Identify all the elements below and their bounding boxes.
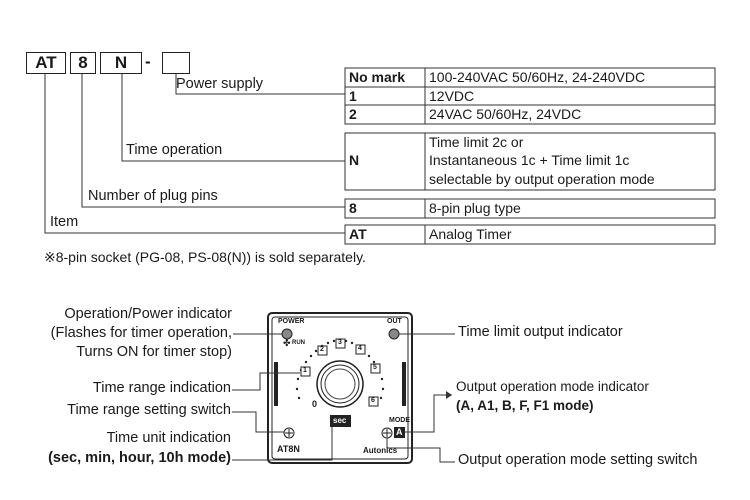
face-zero: 0	[312, 399, 318, 409]
table-item-code: AT	[349, 226, 367, 242]
callout-time-range-switch: Time range setting switch	[67, 402, 231, 418]
table-item-desc: Analog Timer	[429, 226, 512, 242]
table-power-desc-0: 100-240VAC 50/60Hz, 24-240VDC	[429, 69, 646, 85]
face-mode-letter: A	[396, 427, 403, 437]
callout-time-limit-output: Time limit output indicator	[458, 324, 623, 340]
code-segment-item: AT	[26, 52, 66, 74]
face-tick-6: 6	[371, 397, 375, 404]
face-tick-3: 3	[338, 339, 342, 346]
face-power-label: POWER	[278, 318, 305, 325]
table-timeop-desc-3: selectable by output operation mode	[429, 171, 655, 187]
note-socket: ※8-pin socket (PG-08, PS-08(N)) is sold …	[44, 249, 366, 265]
table-timeop-desc-1: Time limit 2c or	[429, 134, 524, 150]
table-timeop-code: N	[349, 152, 360, 168]
face-brand: Autonics	[363, 446, 398, 455]
face-tick-5: 5	[373, 364, 377, 371]
table-power-code-2: 2	[349, 106, 357, 122]
table-power-desc-2: 24VAC 50/60Hz, 24VDC	[429, 106, 582, 122]
table-pins-code: 8	[349, 200, 357, 216]
face-model: AT8N	[277, 444, 300, 454]
callout-time-unit-1: Time unit indication	[106, 430, 231, 446]
label-plug-pins: Number of plug pins	[88, 188, 218, 204]
callout-output-mode-switch: Output operation mode setting switch	[458, 452, 698, 468]
face-tick-4: 4	[358, 345, 362, 352]
face-tick-1: 1	[303, 367, 307, 374]
code-segment-pins: 8	[70, 52, 96, 74]
label-item: Item	[50, 214, 79, 230]
callout-output-mode-2: (A, A1, B, F, F1 mode)	[456, 398, 594, 413]
table-power-desc-1: 12VDC	[429, 88, 475, 104]
code-segment-power	[162, 52, 190, 74]
run-indicator-icon: ✤	[283, 338, 291, 348]
face-run-label: RUN	[292, 340, 305, 346]
table-power-code-0: No mark	[349, 69, 406, 85]
label-time-operation: Time operation	[126, 142, 223, 158]
callout-op-power-1: Operation/Power indicator	[64, 306, 232, 322]
code-segment-time-op: N	[100, 52, 142, 74]
label-power-supply: Power supply	[176, 76, 264, 92]
code-dash: -	[145, 52, 151, 71]
callout-time-range-indication: Time range indication	[92, 380, 231, 396]
callout-output-mode-1: Output operation mode indicator	[456, 379, 649, 394]
face-tick-2: 2	[320, 346, 324, 353]
face-sec-window: sec	[333, 416, 347, 425]
face-out-label: OUT	[387, 318, 402, 325]
face-mode-label: MODE	[389, 417, 410, 424]
table-timeop-desc-2: Instantaneous 1c + Time limit 1c	[429, 152, 630, 168]
table-power-code-1: 1	[349, 88, 357, 104]
callout-time-unit-2: (sec, min, hour, 10h mode)	[48, 450, 231, 466]
table-pins-desc: 8-pin plug type	[429, 200, 521, 216]
callout-op-power-3: Turns ON for timer stop)	[76, 344, 232, 360]
callout-op-power-2: (Flashes for timer operation,	[50, 325, 232, 341]
